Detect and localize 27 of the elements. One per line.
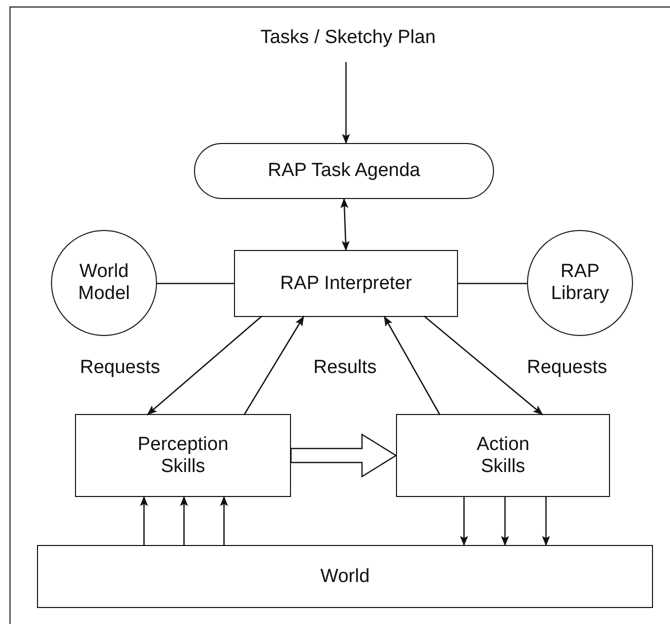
- process-box: [75, 414, 291, 497]
- arrow: [542, 496, 550, 546]
- node-label: World Model: [77, 261, 131, 305]
- arrow: [383, 316, 441, 416]
- process-box: [396, 414, 610, 497]
- connector-line: [157, 282, 234, 284]
- connector-line: [458, 282, 527, 284]
- arrow: [243, 316, 305, 416]
- arrow: [424, 316, 544, 416]
- block-arrow: [290, 433, 398, 478]
- node-label: RAP Task Agenda: [268, 160, 420, 182]
- arrow: [501, 496, 509, 546]
- arrow: [180, 496, 188, 546]
- arrow: [460, 496, 468, 546]
- node-label: RAP Library: [550, 261, 610, 305]
- arrow: [220, 496, 228, 546]
- arrow: [140, 496, 148, 546]
- node-label: World: [320, 566, 370, 588]
- node-label: Tasks / Sketchy Plan: [260, 27, 436, 49]
- arrow: [342, 62, 350, 144]
- node-label: RAP Interpreter: [280, 272, 412, 294]
- node-label: Action Skills: [476, 434, 530, 478]
- arrow: [146, 316, 262, 416]
- arrow: [340, 198, 350, 252]
- process-box: [234, 250, 458, 317]
- process-box: [37, 545, 653, 608]
- node-label: Perception Skills: [136, 434, 230, 478]
